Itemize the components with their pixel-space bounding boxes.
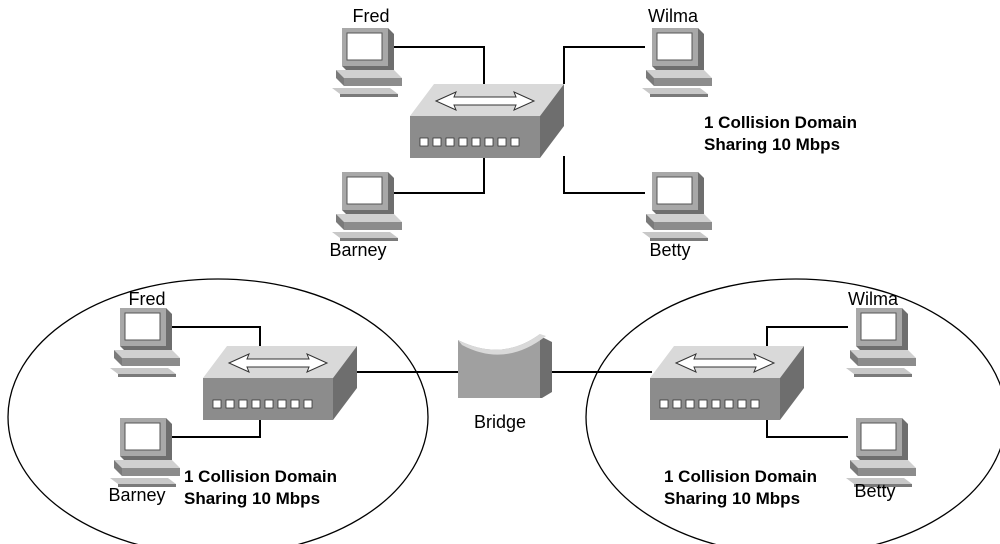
host-label-betty: Betty [649, 240, 690, 260]
workstation-icon [641, 27, 713, 98]
host-label-fred: Fred [352, 6, 389, 26]
link-barney-hub-left [166, 420, 261, 438]
host-label-betty: Betty [854, 481, 895, 501]
host-label-wilma: Wilma [848, 289, 899, 309]
collision-domain-label-left: 1 Collision Domain [184, 467, 337, 486]
host-label-barney: Barney [329, 240, 386, 260]
link-betty-hub-right [766, 420, 848, 438]
collision-domain-ellipse-right [585, 278, 1000, 544]
host-label-barney: Barney [108, 485, 165, 505]
collision-domain-ellipse-left [7, 278, 429, 544]
workstation-icon [641, 171, 713, 242]
collision-domain-label: 1 Collision Domain [704, 113, 857, 132]
collision-domain-sublabel: Sharing 10 Mbps [704, 135, 840, 154]
link-fred-hub-left [166, 326, 261, 354]
link-barney-hub [390, 156, 485, 194]
host-label-fred: Fred [128, 289, 165, 309]
collision-domain-label-right: 1 Collision Domain [664, 467, 817, 486]
bridge-label: Bridge [474, 412, 526, 432]
collision-domain-sublabel-left: Sharing 10 Mbps [184, 489, 320, 508]
collision-domain-sublabel-right: Sharing 10 Mbps [664, 489, 800, 508]
hub-icon [649, 345, 805, 421]
workstation-icon [109, 307, 181, 378]
workstation-icon [845, 307, 917, 378]
link-betty-hub [563, 156, 645, 194]
host-label-wilma: Wilma [648, 6, 699, 26]
link-wilma-hub [563, 46, 645, 84]
bridge-icon [458, 334, 552, 398]
link-wilma-hub-right [766, 326, 848, 354]
hub-icon [202, 345, 358, 421]
workstation-icon [109, 417, 181, 488]
workstation-icon [331, 171, 403, 242]
workstation-icon [845, 417, 917, 488]
workstation-icon [331, 27, 403, 98]
link-fred-hub [390, 46, 485, 84]
hub-icon [409, 83, 565, 159]
